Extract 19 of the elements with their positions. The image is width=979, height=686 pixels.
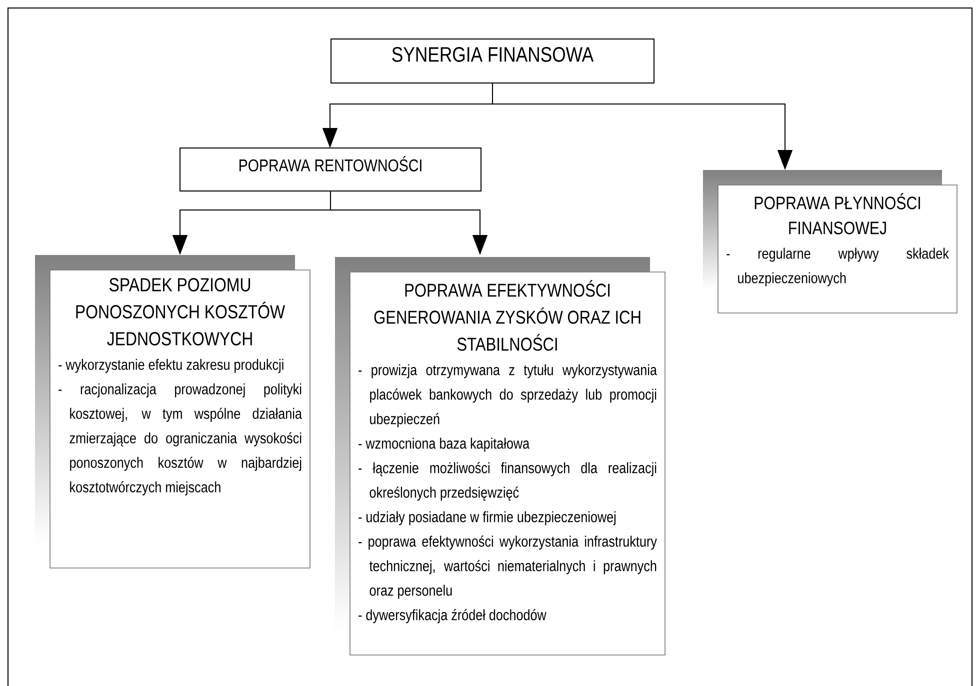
heading: POPRAWA RENTOWNOŚCI [240, 156, 422, 172]
bullet-item: - wykorzystanie efektu zakresu produkcji [58, 358, 284, 373]
bullet-item: - poprawa efektywności wykorzystania infrastruktury technicznej, wartości niematerialnych i prawnych oraz personelu [358, 536, 657, 599]
bullet-item: - udziały posiadane w firmie ubezpieczeniowej [358, 511, 616, 526]
bullet-item: - racjonalizacja prowadzonej polityki kosztowej, w tym wspólne działania zmierzające do ograniczania wysokości ponoszonych kosztów w najbardziej kosztotwórczych miejscach [58, 383, 302, 496]
title-box [180, 148, 482, 192]
text-box [703, 170, 958, 314]
bullet-item: - regularne wpływy składek ubezpieczeniowych [726, 248, 949, 286]
bullet-item: - prowizja otrzymywana z tytułu wykorzystywania placówek bankowych do sprzedaży lub promocji ubezpieczeń [358, 364, 657, 428]
bullet-item: - łączenie możliwości finansowych dla realizacji określonych przedsięwzięć [358, 462, 656, 501]
bullet-item: - dywersyfikacja źródeł dochodów [358, 609, 546, 624]
text-box [35, 255, 310, 568]
bullet-item: - wzmocniona baza kapitałowa [358, 438, 530, 452]
heading: SYNERGIA FINANSOWA [392, 47, 594, 62]
title-box [330, 38, 654, 84]
text-box [335, 257, 666, 656]
heading: SPADEK POZIOMU PONOSZONYCH KOSZTÓW JEDNOSTKOWYCH [76, 278, 286, 346]
heading: POPRAWA EFEKTYWNOŚCI GENEROWANIA ZYSKÓW ORAZ ICH STABILNOŚCI [374, 280, 640, 351]
heading: POPRAWA PŁYNNOŚCI FINANSOWEJ [754, 193, 920, 234]
